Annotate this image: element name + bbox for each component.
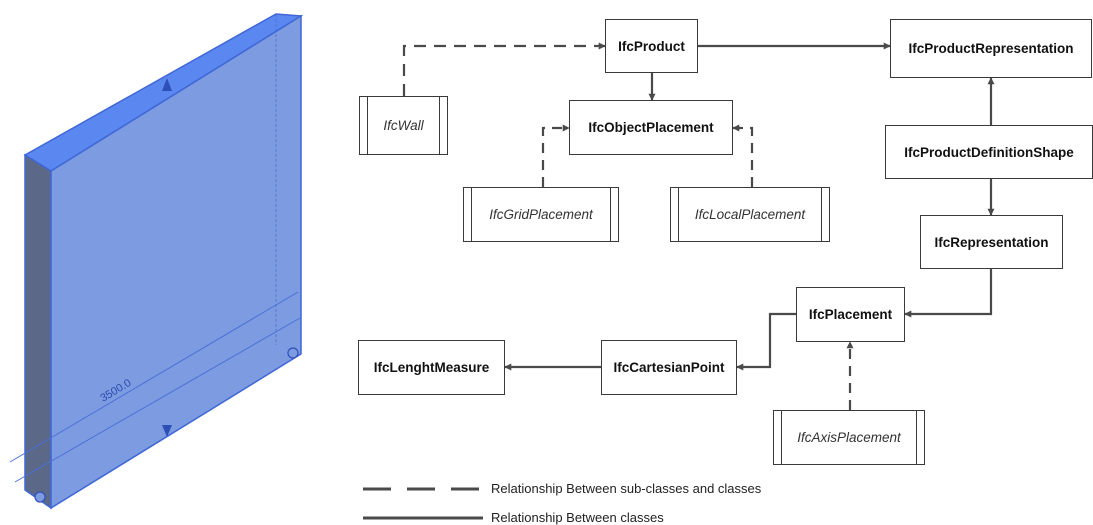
- dimension-line-lower: [14, 317, 301, 483]
- node-ifc-axis-placement: IfcAxisPlacement: [773, 410, 925, 465]
- node-ifc-cartesian-point: IfcCartesianPoint: [601, 340, 737, 395]
- node-ifc-local-placement: IfcLocalPlacement: [670, 187, 830, 242]
- node-ifc-placement: IfcPlacement: [796, 287, 905, 342]
- edge-representation-placement: [904, 269, 993, 318]
- node-ifc-representation: IfcRepresentation: [920, 215, 1063, 269]
- node-ifc-wall: IfcWall: [359, 96, 448, 155]
- legend-solid-label: Relationship Between classes: [491, 510, 664, 525]
- grip-up-arrow-icon[interactable]: [162, 78, 172, 91]
- node-ifc-product-representation: IfcProductRepresentation: [890, 19, 1092, 78]
- edge-wall-product: [402, 42, 606, 96]
- node-ifc-grid-placement: IfcGridPlacement: [463, 187, 619, 242]
- legend-dashed-label: Relationship Between sub-classes and cla…: [491, 481, 762, 496]
- grip-circle-icon[interactable]: [34, 491, 46, 503]
- edge-gridplacement-objectplacement: [541, 124, 570, 187]
- grip-down-arrow-icon[interactable]: [162, 425, 172, 437]
- dimension-line: [9, 291, 299, 463]
- wall-3d-model: 3500.0: [9, 13, 304, 510]
- edge-placement-cartesianpoint: [736, 312, 796, 371]
- grip-circle-icon[interactable]: [287, 347, 299, 359]
- wall-front-face: [50, 14, 302, 510]
- node-ifc-product: IfcProduct: [605, 19, 698, 73]
- node-ifc-object-placement: IfcObjectPlacement: [569, 100, 733, 155]
- edge-localplacement-objectplacement: [732, 124, 754, 187]
- node-ifc-lenght-measure: IfcLenghtMeasure: [358, 340, 505, 395]
- node-ifc-product-definition-shape: IfcProductDefinitionShape: [885, 125, 1093, 179]
